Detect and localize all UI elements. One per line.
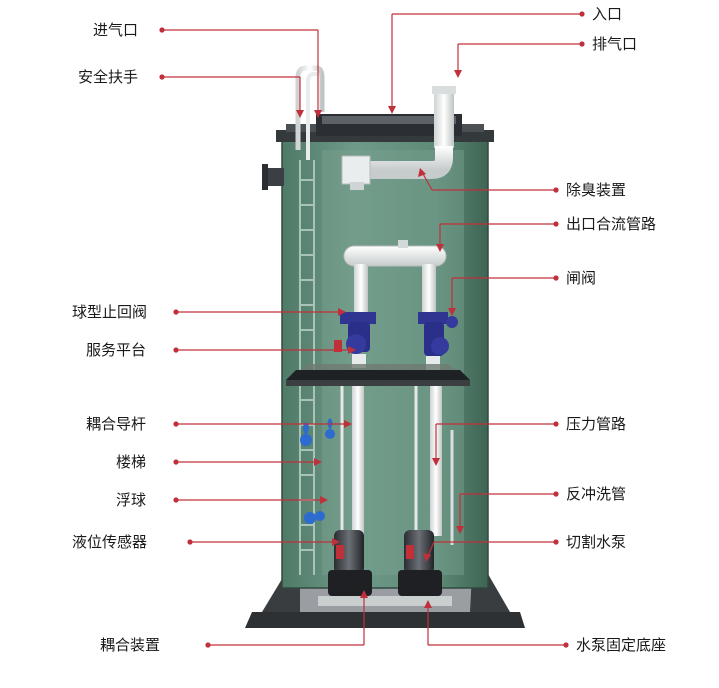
label-inlet: 入口	[592, 5, 623, 23]
gate-valve	[418, 312, 458, 370]
label-level-sensor: 液位传感器	[72, 533, 148, 551]
label-inlet-air: 进气口	[93, 21, 139, 39]
label-outlet-manifold: 出口合流管路	[566, 215, 657, 233]
label-float-ball: 浮球	[116, 491, 147, 509]
label-gate-valve: 闸阀	[566, 269, 597, 287]
leader-arrowheads	[296, 70, 464, 608]
leader-lines	[162, 13, 582, 646]
float-balls	[300, 418, 335, 524]
label-handrail: 安全扶手	[78, 68, 139, 86]
pump-base	[318, 596, 452, 606]
leader-dots	[159, 11, 585, 648]
label-exhaust: 排气口	[592, 35, 638, 53]
cutting-pumps	[328, 530, 442, 596]
label-pump-base: 水泵固定底座	[576, 636, 667, 654]
exhaust-pipe	[341, 86, 456, 190]
service-platform	[286, 364, 470, 386]
side-inlet-flange	[262, 164, 284, 190]
top-hatch	[316, 114, 462, 136]
label-service-platform: 服务平台	[86, 341, 147, 359]
label-cutting-pump: 切割水泵	[566, 533, 627, 551]
handrail-pipes	[295, 65, 325, 160]
label-coupling-guide: 耦合导杆	[86, 415, 147, 433]
outlet-manifold	[343, 240, 447, 312]
label-check-valve: 球型止回阀	[72, 303, 148, 321]
label-pressure-pipe: 压力管路	[566, 415, 627, 433]
label-backflush-pipe: 反冲洗管	[566, 485, 627, 503]
label-deodorizer: 除臭装置	[566, 181, 627, 199]
label-ladder: 楼梯	[116, 453, 147, 471]
label-coupling-device: 耦合装置	[100, 636, 161, 654]
